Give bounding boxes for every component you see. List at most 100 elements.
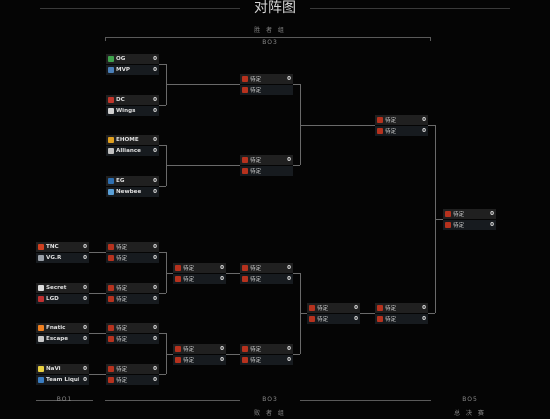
connector-line (89, 374, 106, 375)
team-score: 0 (153, 178, 157, 184)
team-score: 0 (287, 346, 291, 352)
connector-line (300, 125, 375, 126)
connector-line (360, 313, 375, 314)
dota-tbd-icon (108, 296, 114, 302)
connector-line (166, 84, 240, 85)
team-score: 0 (83, 285, 87, 291)
connector-line (300, 84, 301, 165)
team-name: MVP (116, 67, 130, 73)
team-score: 0 (83, 296, 87, 302)
dota-tbd-icon (108, 325, 114, 331)
team-slot[interactable]: 待定 0 (106, 253, 159, 263)
team-slot[interactable]: 待定 (240, 166, 293, 176)
team-name: 待定 (116, 256, 128, 262)
team-score: 0 (153, 108, 157, 114)
dota-tbd-icon (108, 366, 114, 372)
team-score: 0 (153, 255, 157, 261)
connector-line (435, 219, 443, 220)
winners-rule-tick-right (430, 37, 431, 41)
team-score: 0 (220, 346, 224, 352)
team-score: 0 (153, 296, 157, 302)
team-name: 待定 (250, 266, 262, 272)
team-slot[interactable]: Team Liquid0 (36, 375, 89, 385)
team-slot[interactable]: 待定 0 (173, 344, 226, 354)
team-score: 0 (153, 97, 157, 103)
team-score: 0 (422, 316, 426, 322)
team-slot[interactable]: 待定 0 (106, 294, 159, 304)
team-score: 0 (287, 157, 291, 163)
team-score: 0 (287, 357, 291, 363)
team-name: 待定 (317, 306, 329, 312)
team-score: 0 (153, 366, 157, 372)
dota-tbd-icon (377, 316, 383, 322)
team-name: TNC (46, 244, 59, 250)
team-name: 待定 (116, 297, 128, 303)
team-name: 待定 (183, 347, 195, 353)
connector-line (89, 252, 106, 253)
team-score: 0 (354, 316, 358, 322)
team-slot[interactable]: 待定 (240, 85, 293, 95)
connector-line (226, 354, 240, 355)
